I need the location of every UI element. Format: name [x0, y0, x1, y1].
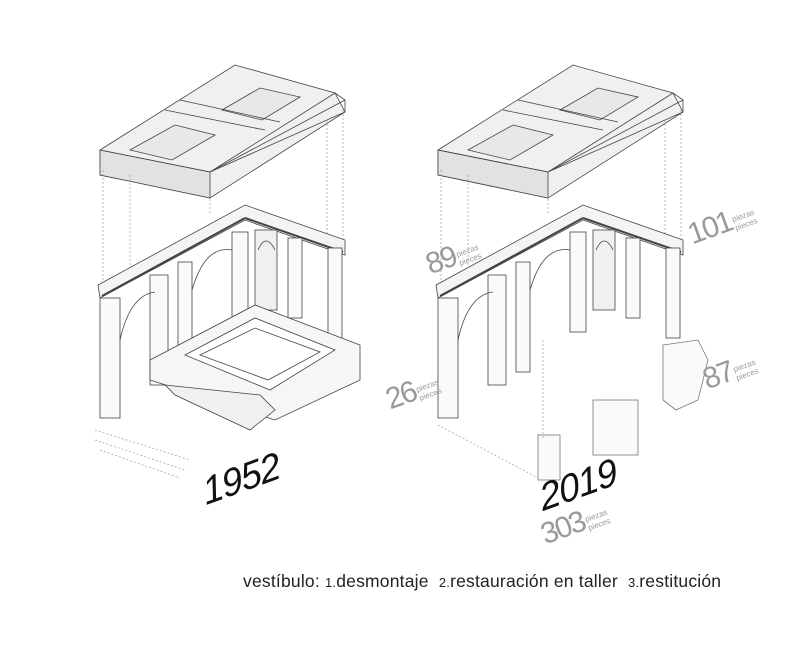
drawing-2019: [435, 64, 709, 481]
drawing-1952: [94, 64, 361, 479]
caption: vestíbulo: 1.desmontaje 2.restauración e…: [243, 571, 722, 591]
